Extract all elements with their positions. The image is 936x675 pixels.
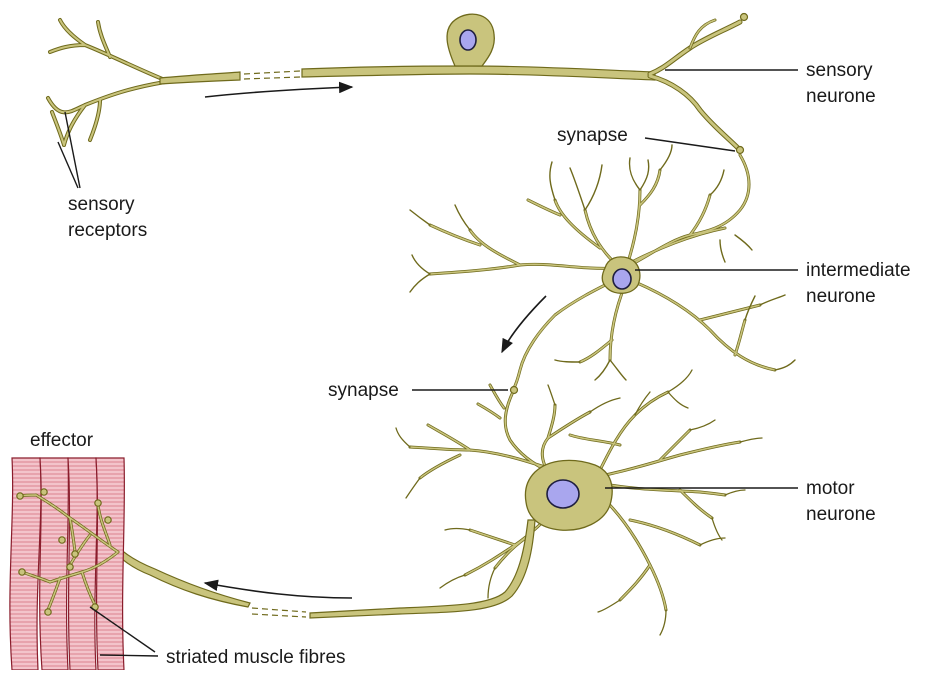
intermediate-nucleus xyxy=(613,269,631,289)
label-intermediate-neurone-1: intermediate xyxy=(806,260,911,281)
label-synapse-mid: synapse xyxy=(328,380,399,401)
sensory-axon-left xyxy=(160,72,240,84)
intermediate-neurone xyxy=(410,145,795,394)
label-sensory-receptors-2: receptors xyxy=(68,220,147,241)
direction-arrow-sensory xyxy=(205,87,352,97)
motor-axon-left xyxy=(115,548,250,607)
leader-synapse-top xyxy=(645,138,735,151)
synapse-top-knob xyxy=(737,147,744,154)
synapse-mid-knob xyxy=(511,387,518,394)
label-intermediate-neurone-2: neurone xyxy=(806,286,876,307)
muscle-fibre-3 xyxy=(68,458,97,670)
label-effector: effector xyxy=(30,430,94,451)
direction-arrow-motor xyxy=(205,583,352,598)
sensory-terminal-knob xyxy=(741,14,748,21)
label-sensory-neurone-1: sensory xyxy=(806,60,873,81)
sensory-receptor-branches xyxy=(48,20,165,145)
sensory-axon-gap xyxy=(244,71,300,79)
motor-axon xyxy=(310,520,535,618)
leader-lines xyxy=(58,70,798,656)
motor-axon-gap xyxy=(252,608,306,617)
motor-nucleus xyxy=(547,480,579,508)
label-synapse-top: synapse xyxy=(557,125,628,146)
label-striated-muscle-fibres: striated muscle fibres xyxy=(166,647,346,668)
muscle-fibre-1 xyxy=(10,458,41,670)
sensory-nucleus xyxy=(460,30,476,50)
label-motor-neurone-1: motor xyxy=(806,478,855,499)
label-motor-neurone-2: neurone xyxy=(806,504,876,525)
effector-muscle xyxy=(10,458,125,670)
label-sensory-neurone-2: neurone xyxy=(806,86,876,107)
sensory-neurone xyxy=(48,14,748,154)
label-sensory-receptors-1: sensory xyxy=(68,194,135,215)
leader-muscle-b xyxy=(100,655,158,656)
motor-neurone xyxy=(115,370,762,635)
direction-arrow-intermediate xyxy=(502,296,546,352)
sensory-axon-main xyxy=(302,66,655,80)
